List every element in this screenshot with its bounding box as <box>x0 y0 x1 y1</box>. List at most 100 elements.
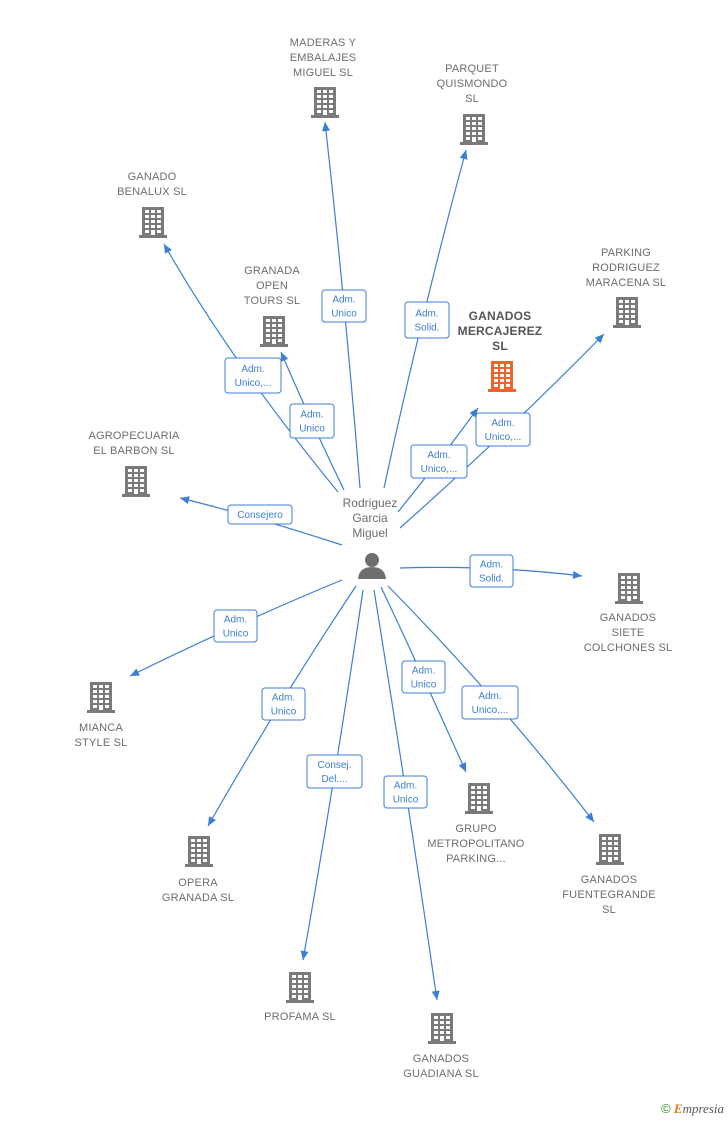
company-label: GUADIANA SL <box>403 1068 479 1080</box>
role-badge[interactable]: Adm. Unico <box>401 660 446 694</box>
role-label: Adm. <box>241 364 264 375</box>
company-label: MARACENA SL <box>586 277 666 289</box>
company-node[interactable]: GRUPOMETROPOLITANOPARKING... <box>427 783 525 865</box>
arrowhead-icon <box>594 334 604 344</box>
role-label: Adm. <box>491 418 514 429</box>
building-icon <box>460 114 488 145</box>
company-label: METROPOLITANO <box>427 838 524 850</box>
arrowhead-icon <box>431 990 440 1000</box>
building-icon <box>122 466 150 497</box>
arrowhead-icon <box>280 352 289 362</box>
role-label: Adm. <box>300 410 323 421</box>
company-node[interactable]: PROFAMA SL <box>264 972 336 1023</box>
building-icon <box>185 836 213 867</box>
role-badge[interactable]: Adm.Unico <box>289 403 335 439</box>
role-badge[interactable]: Adm. Unico <box>321 289 367 323</box>
company-label: EMBALAJES <box>290 52 357 64</box>
role-label: Solid. <box>414 323 439 334</box>
company-label: SL <box>465 93 479 105</box>
role-badge[interactable]: Adm.Unico,... <box>461 685 519 720</box>
company-node[interactable]: PARQUET QUISMONDO SL <box>437 63 508 145</box>
copyright-icon: © <box>661 1101 671 1116</box>
arrowhead-icon <box>180 496 190 505</box>
role-label: Adm. <box>224 615 247 626</box>
role-label: Consejero <box>237 510 283 521</box>
role-label: Unico <box>271 707 297 718</box>
person-icon <box>358 553 386 579</box>
building-icon <box>465 783 493 814</box>
building-icon <box>286 972 314 1003</box>
role-label: Adm. <box>412 666 435 677</box>
role-label: Adm. <box>394 781 417 792</box>
arrowhead-icon <box>322 122 330 132</box>
company-label: SL <box>492 339 508 353</box>
role-badge[interactable]: Adm.Unico <box>261 687 306 721</box>
building-icon <box>488 361 516 392</box>
company-label: GANADOS <box>413 1053 469 1065</box>
person-label: Garcia <box>352 511 388 525</box>
company-label: PARQUET <box>445 63 499 75</box>
company-label: SL <box>602 904 616 916</box>
arrowhead-icon <box>458 762 466 772</box>
building-icon <box>428 1013 456 1044</box>
role-badge[interactable]: Consej.Del.... <box>306 754 363 789</box>
company-label: MERCAJEREZ <box>458 324 543 338</box>
role-label: Del.... <box>321 774 347 785</box>
company-label: OPERA <box>178 877 218 889</box>
role-label: Unico <box>223 629 249 640</box>
company-node[interactable]: GANADOS FUENTEGRANDE SL <box>562 834 656 916</box>
company-label: GANADOS <box>469 309 532 323</box>
company-label: GANADO <box>128 171 177 183</box>
role-badge[interactable]: Adm. Solid. <box>469 554 514 588</box>
company-label: EL BARBON SL <box>93 445 174 457</box>
arrowhead-icon <box>208 816 216 826</box>
role-badge[interactable]: Adm. Unico <box>383 775 428 809</box>
role-label: Unico,... <box>235 378 272 389</box>
company-label: STYLE SL <box>75 737 128 749</box>
company-label: MIANCA <box>79 722 123 734</box>
arrowhead-icon <box>130 668 140 676</box>
role-label: Adm. <box>480 560 503 571</box>
role-badge[interactable]: Adm. Unico,... <box>224 357 282 394</box>
company-label: FUENTEGRANDE <box>562 889 655 901</box>
company-label: QUISMONDO <box>437 78 508 90</box>
role-label: Adm. <box>427 450 450 461</box>
company-label: GRANADA <box>244 265 300 277</box>
watermark-initial: E <box>673 1101 683 1116</box>
role-label: Unico,... <box>421 464 458 475</box>
company-label: GANADOS <box>581 874 637 886</box>
role-label: Adm. <box>332 295 355 306</box>
company-node[interactable]: MIANCA STYLE SL <box>75 682 128 749</box>
role-label: Unico <box>393 795 419 806</box>
building-icon <box>87 682 115 713</box>
arrowhead-icon <box>164 244 172 254</box>
role-label: Unico <box>331 309 357 320</box>
company-label: SIETE <box>612 627 645 639</box>
company-node[interactable]: GANADOS GUADIANA SL <box>403 1013 479 1080</box>
arrowhead-icon <box>459 150 468 160</box>
building-icon <box>615 573 643 604</box>
company-label: MIGUEL SL <box>293 67 353 79</box>
role-badge[interactable]: Adm.Unico,... <box>475 412 531 447</box>
role-badge[interactable]: Consejero <box>227 504 293 525</box>
arrowhead-icon <box>572 570 582 579</box>
role-label: Solid. <box>479 574 504 585</box>
role-label: Unico <box>411 680 437 691</box>
role-label: Unico,... <box>472 705 509 716</box>
company-label: PROFAMA SL <box>264 1011 336 1023</box>
company-label: RODRIGUEZ <box>592 262 660 274</box>
role-badge[interactable]: Adm. Unico,... <box>410 444 468 479</box>
role-badge[interactable]: Adm. Unico <box>213 609 258 643</box>
role-badge[interactable]: Adm.Solid. <box>404 301 450 339</box>
